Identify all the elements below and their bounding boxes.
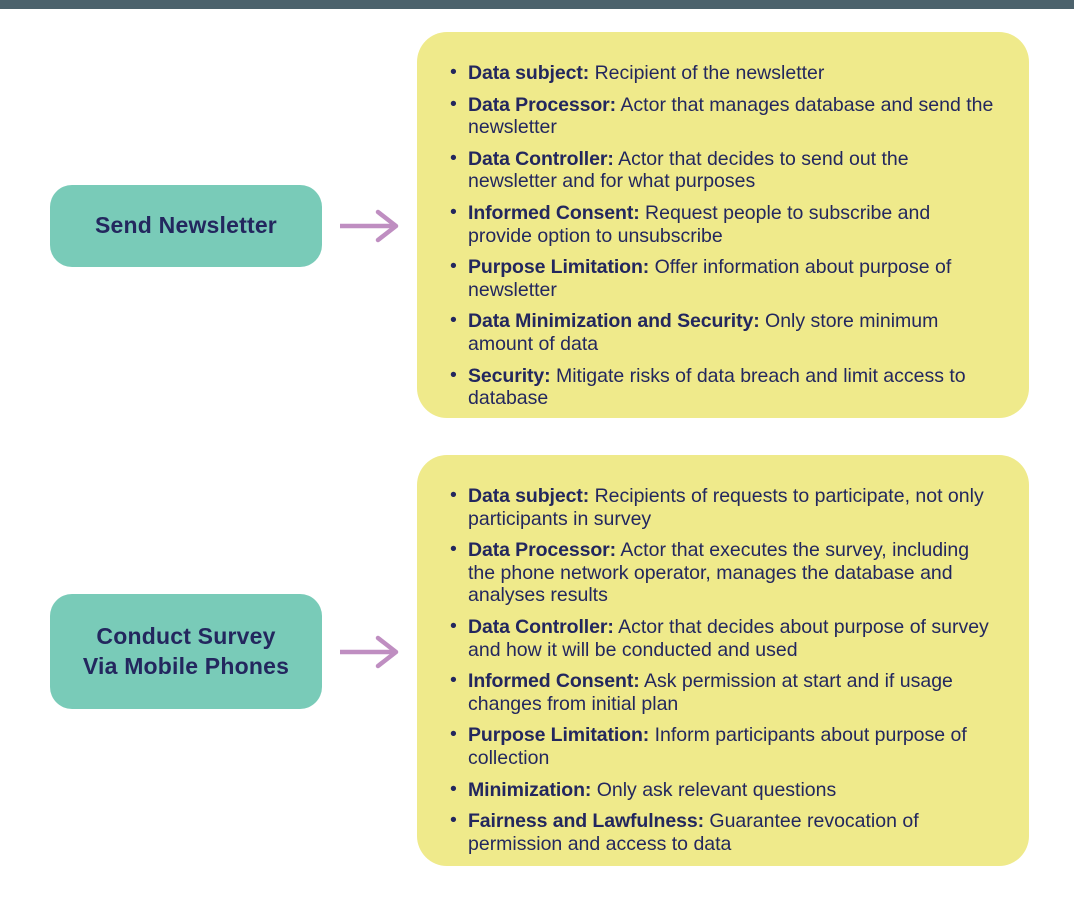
node-label: Send Newsletter xyxy=(95,212,277,239)
bullet-icon: • xyxy=(450,92,457,115)
bullet-icon: • xyxy=(450,777,457,800)
bullet-icon: • xyxy=(450,61,457,83)
list-item: • Data Processor: Actor that manages data… xyxy=(449,92,995,139)
list-item: • Fairness and Lawfulness: Guarantee revo… xyxy=(449,809,995,855)
bullet-icon: • xyxy=(450,309,457,332)
list-item: • Minimization: Only ask relevant questio… xyxy=(449,777,995,802)
list-item-term: Purpose Limitation: xyxy=(468,256,650,279)
list-item: • Informed Consent: Ask permission at sta… xyxy=(449,669,995,715)
process-node-conduct-survey[interactable]: Conduct Survey Via Mobile Phones xyxy=(50,594,338,709)
list-item-desc: Guarantee revocation of permission and a… xyxy=(468,810,919,855)
list-item-desc: Actor that decides about purpose of surv… xyxy=(468,616,989,661)
list-item-term: Data Processor: xyxy=(468,539,617,562)
list-item-term: Data Processor: xyxy=(468,93,617,116)
bullet-icon: • xyxy=(450,484,457,506)
list-item-term: Data Controller: xyxy=(468,147,614,170)
list-item-desc: Inform participants about purpose of col… xyxy=(468,724,967,770)
list-item-term: Data Minimization and Security: xyxy=(468,310,760,333)
list-item-desc: Request people to subscribe and provide … xyxy=(468,202,931,247)
list-item-desc: Actor that executes the survey, includin… xyxy=(468,539,970,607)
list-item-term: Informed Consent: xyxy=(468,670,640,693)
list-item-desc: Recipient of the newsletter xyxy=(589,62,825,84)
list-item-term: Data Controller: xyxy=(468,616,614,639)
list-item-desc: Only ask relevant questions xyxy=(591,778,837,801)
bullet-icon: • xyxy=(450,809,457,832)
bullet-icon: • xyxy=(450,669,457,692)
list-item-desc: Offer information about purpose of newsl… xyxy=(468,256,952,301)
list-item: • Data Minimization and Security: Only st… xyxy=(449,309,995,356)
arrow-right-icon xyxy=(340,209,399,243)
list-item-term: Purpose Limitation: xyxy=(468,724,650,747)
node-connector-nub xyxy=(306,210,338,242)
list-item: • Data subject: Recipient of the newslett… xyxy=(449,61,995,85)
list-item: • Purpose Limitation: Inform participants… xyxy=(449,723,995,770)
list-item-term: Informed Consent: xyxy=(468,202,640,225)
list-item-desc: Recipients of requests to participate, n… xyxy=(468,485,984,530)
process-node-send-newsletter[interactable]: Send Newsletter xyxy=(50,185,338,267)
list-item: • Purpose Limitation: Offer information a… xyxy=(449,255,995,301)
top-decorative-bar xyxy=(0,0,1074,9)
bullet-icon: • xyxy=(450,146,457,169)
list-item-term: Fairness and Lawfulness: xyxy=(468,810,704,833)
list-item-term: Security: xyxy=(468,364,551,387)
bullet-icon: • xyxy=(450,723,457,746)
list-item-desc: Ask permission at start and if usage cha… xyxy=(468,670,953,715)
list-item-desc: Actor that manages database and send the… xyxy=(468,93,994,139)
list-item-term: Data subject: xyxy=(468,62,590,84)
bullet-icon: • xyxy=(450,538,457,561)
list-item-term: Minimization: xyxy=(468,778,592,801)
list-item: • Data Processor: Actor that executes the… xyxy=(449,538,995,607)
details-panel-conduct-survey: • Data subject: Recipients of requests to… xyxy=(417,455,1029,866)
bullet-icon: • xyxy=(450,201,457,224)
arrow-right-icon xyxy=(340,635,399,669)
bullet-icon: • xyxy=(450,255,457,278)
list-item-term: Data subject: xyxy=(468,485,590,507)
principles-list: • Data subject: Recipients of requests to… xyxy=(449,484,995,856)
list-item-desc: Mitigate risks of data breach and limit … xyxy=(468,364,966,410)
list-item: • Data Controller: Actor that decides to … xyxy=(449,146,995,193)
list-item-desc: Actor that decides to send out the newsl… xyxy=(468,147,909,193)
node-label: Conduct Survey Via Mobile Phones xyxy=(82,623,290,679)
node-connector-nub xyxy=(306,635,338,668)
list-item: • Data Controller: Actor that decides abo… xyxy=(449,615,995,661)
list-item: • Data subject: Recipients of requests to… xyxy=(449,484,995,530)
list-item-desc: Only store minimum amount of data xyxy=(468,310,939,356)
list-item: • Security: Mitigate risks of data breach… xyxy=(449,363,995,410)
bullet-icon: • xyxy=(450,363,457,386)
principles-list: • Data subject: Recipient of the newslett… xyxy=(449,61,995,410)
details-panel-send-newsletter: • Data subject: Recipient of the newslett… xyxy=(417,32,1029,418)
list-item: • Informed Consent: Request people to sub… xyxy=(449,201,995,247)
bullet-icon: • xyxy=(450,615,457,638)
